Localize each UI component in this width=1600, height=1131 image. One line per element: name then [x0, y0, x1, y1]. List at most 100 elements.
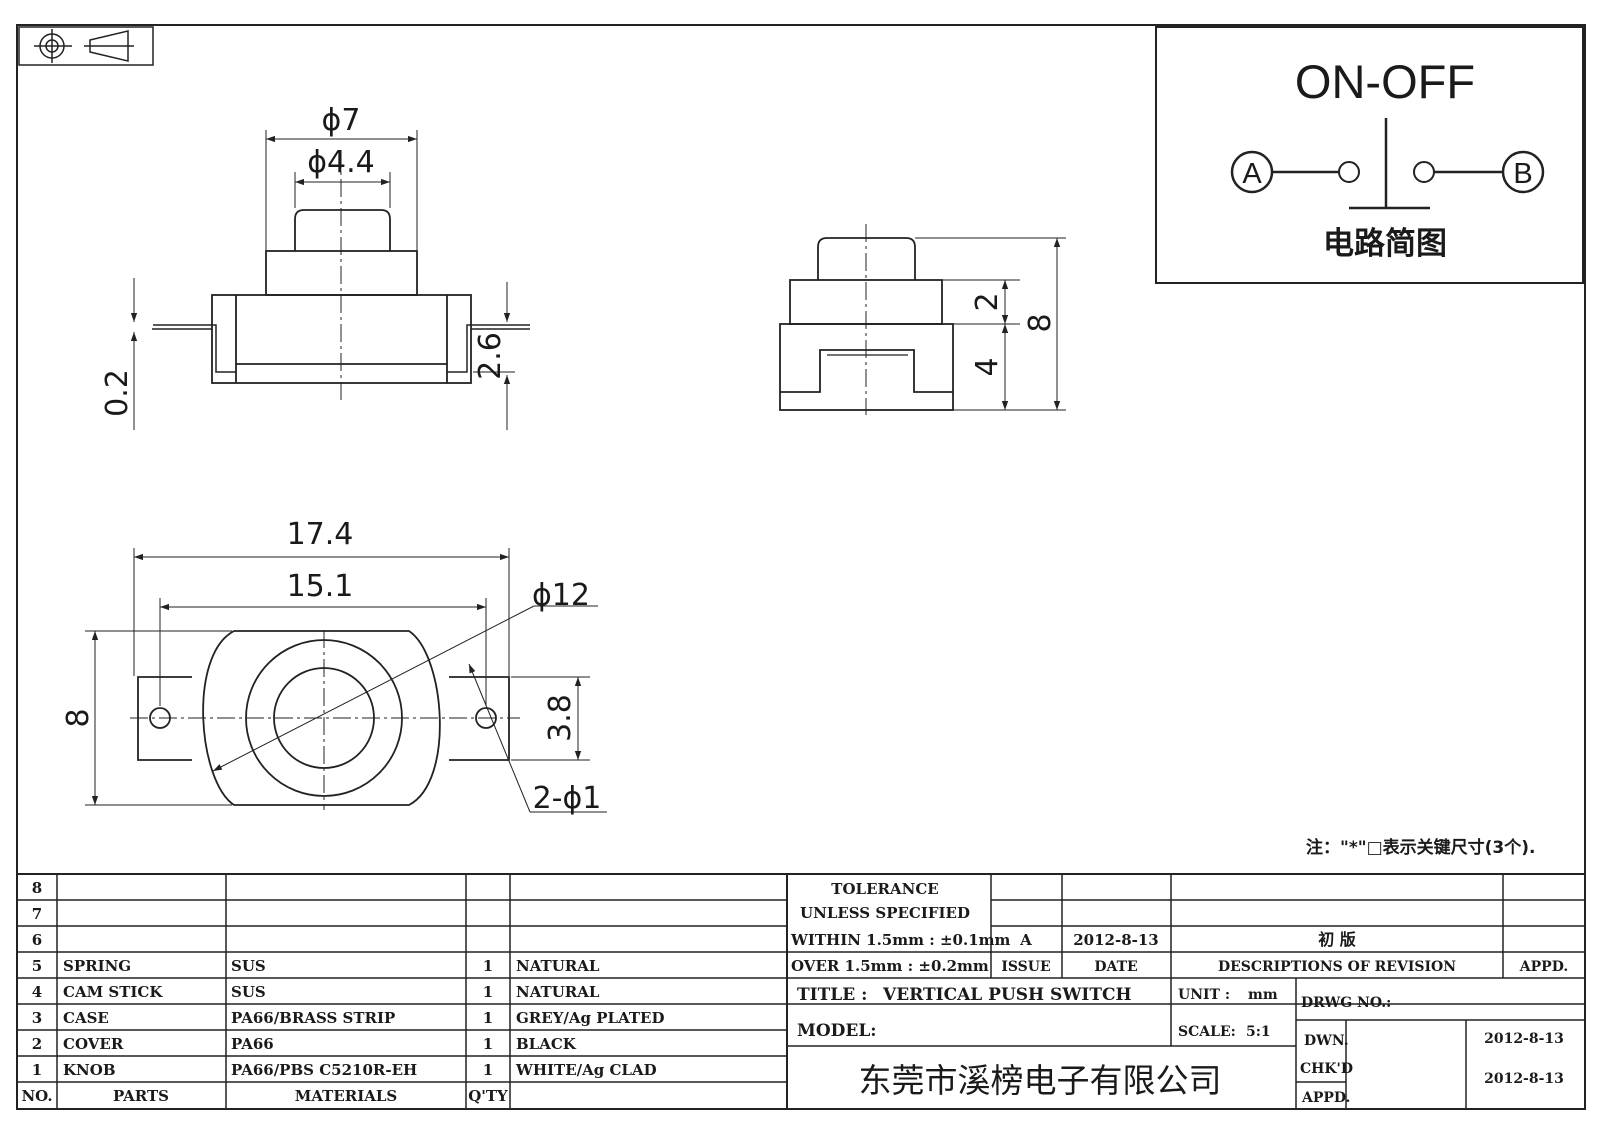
dim-top-holes: 2-ϕ1 — [533, 781, 602, 816]
svg-text:DWN.: DWN. — [1304, 1033, 1349, 1049]
svg-text:SUS: SUS — [231, 983, 266, 1001]
drawing-border — [16, 24, 1586, 1110]
svg-text:A: A — [1242, 158, 1262, 190]
table-row: 8 — [32, 879, 42, 897]
front-view — [130, 130, 530, 430]
svg-text:初 版: 初 版 — [1318, 930, 1356, 949]
svg-text:SCALE:: SCALE: — [1178, 1024, 1236, 1040]
svg-text:PARTS: PARTS — [113, 1087, 169, 1105]
svg-text:DATE: DATE — [1094, 959, 1137, 975]
tolerance-block: TOLERANCE UNLESS SPECIFIED WITHIN 1.5mm … — [790, 880, 1011, 975]
svg-text:WITHIN 1.5mm : ±0.1mm: WITHIN 1.5mm : ±0.1mm — [790, 931, 1011, 949]
svg-text:KNOB: KNOB — [63, 1061, 116, 1079]
schematic-title: ON-OFF — [1295, 55, 1475, 108]
svg-text:PA66: PA66 — [231, 1035, 274, 1053]
table-row: 7 — [32, 905, 42, 923]
parts-table: 8 7 6 5 SPRING SUS 1 NATURAL 4 CAM STICK… — [21, 879, 664, 1105]
svg-text:7: 7 — [32, 905, 42, 923]
projection-symbol-icon — [18, 26, 154, 66]
revision-block: A 2012-8-13 初 版 ISSUE DATE DESCRIPTIONS … — [1001, 930, 1568, 975]
dim-front-d-outer: ϕ7 — [322, 103, 361, 138]
svg-text:DESCRIPTIONS OF REVISION: DESCRIPTIONS OF REVISION — [1218, 959, 1456, 975]
svg-text:GREY/Ag PLATED: GREY/Ag PLATED — [516, 1009, 665, 1027]
terminal-a-icon: A — [1230, 150, 1274, 194]
svg-text:COVER: COVER — [63, 1035, 124, 1053]
table-row: 3 CASE PA66/BRASS STRIP 1 GREY/Ag PLATED — [32, 1009, 665, 1027]
svg-text:APPD.: APPD. — [1519, 959, 1568, 975]
table-row: 2 COVER PA66 1 BLACK — [32, 1035, 577, 1053]
svg-text:SPRING: SPRING — [63, 957, 131, 975]
schematic-caption: 电路简图 — [1323, 226, 1447, 262]
circuit-schematic: ON-OFF A B 电路简图 — [1155, 26, 1584, 284]
side-view — [779, 224, 1066, 415]
terminal-b-icon: B — [1501, 150, 1545, 194]
svg-text:PA66/PBS C5210R-EH: PA66/PBS C5210R-EH — [231, 1061, 417, 1079]
svg-text:ISSUE: ISSUE — [1001, 959, 1050, 975]
svg-text:CAM STICK: CAM STICK — [63, 983, 163, 1001]
svg-text:NATURAL: NATURAL — [516, 957, 600, 975]
svg-text:CHK'D: CHK'D — [1300, 1061, 1353, 1077]
svg-text:mm: mm — [1248, 987, 1278, 1003]
svg-text:2012-8-13: 2012-8-13 — [1484, 1071, 1564, 1087]
svg-text:WHITE/Ag CLAD: WHITE/Ag CLAD — [515, 1061, 657, 1079]
company-name: 东莞市溪榜电子有限公司 — [859, 1061, 1222, 1100]
dim-top-width: 8 — [61, 708, 96, 727]
svg-text:CASE: CASE — [63, 1009, 109, 1027]
svg-text:1: 1 — [483, 1061, 493, 1079]
dim-side-upper: 2 — [970, 292, 1005, 311]
table-row: 4 CAM STICK SUS 1 NATURAL — [32, 983, 600, 1001]
svg-text:UNLESS SPECIFIED: UNLESS SPECIFIED — [800, 904, 970, 922]
svg-text:5:1: 5:1 — [1246, 1024, 1271, 1040]
svg-text:BLACK: BLACK — [516, 1035, 577, 1053]
dim-top-diameter: ϕ12 — [532, 578, 590, 613]
dim-side-lower: 4 — [970, 357, 1005, 376]
table-row: 1 KNOB PA66/PBS C5210R-EH 1 WHITE/Ag CLA… — [32, 1061, 657, 1079]
svg-text:6: 6 — [32, 931, 42, 949]
svg-text:1: 1 — [483, 983, 493, 1001]
svg-text:SUS: SUS — [231, 957, 266, 975]
svg-text:UNIT :: UNIT : — [1178, 987, 1230, 1003]
svg-text:PA66/BRASS STRIP: PA66/BRASS STRIP — [231, 1009, 395, 1027]
svg-text:VERTICAL PUSH SWITCH: VERTICAL PUSH SWITCH — [882, 985, 1132, 1005]
svg-text:1: 1 — [32, 1061, 42, 1079]
svg-text:TOLERANCE: TOLERANCE — [831, 880, 938, 898]
table-header: NO. PARTS MATERIALS Q'TY — [21, 1087, 508, 1105]
dim-top-length-total: 17.4 — [287, 517, 354, 552]
top-view — [85, 548, 607, 813]
svg-text:5: 5 — [32, 957, 42, 975]
svg-text:MODEL:: MODEL: — [797, 1021, 877, 1041]
dim-top-tab-width: 3.8 — [543, 694, 578, 742]
svg-text:8: 8 — [32, 879, 42, 897]
svg-text:MATERIALS: MATERIALS — [295, 1087, 398, 1105]
table-row: 5 SPRING SUS 1 NATURAL — [32, 957, 600, 975]
dim-side-total: 8 — [1023, 313, 1058, 332]
svg-text:OVER 1.5mm : ±0.2mm: OVER 1.5mm : ±0.2mm — [791, 957, 989, 975]
svg-text:TITLE :: TITLE : — [797, 985, 867, 1005]
svg-text:2012-8-13: 2012-8-13 — [1484, 1031, 1564, 1047]
svg-text:B: B — [1513, 158, 1532, 190]
svg-text:2012-8-13: 2012-8-13 — [1073, 931, 1159, 949]
dim-front-d-inner: ϕ4.4 — [307, 145, 375, 180]
svg-text:NO.: NO. — [21, 1087, 52, 1105]
svg-text:3: 3 — [32, 1009, 42, 1027]
dim-top-hole-pitch: 15.1 — [287, 569, 354, 604]
contact-left-icon — [1338, 161, 1360, 183]
title-block: TITLE : VERTICAL PUSH SWITCH UNIT : mm D… — [797, 985, 1564, 1106]
svg-text:NATURAL: NATURAL — [516, 983, 600, 1001]
svg-text:4: 4 — [32, 983, 42, 1001]
svg-text:2: 2 — [32, 1035, 42, 1053]
key-dimension-note: 注："*"□表示关键尺寸(3个). — [1306, 837, 1536, 858]
svg-text:1: 1 — [483, 957, 493, 975]
svg-text:A: A — [1019, 931, 1032, 949]
dim-front-body-height: 2.6 — [473, 332, 508, 380]
table-row: 6 — [32, 931, 42, 949]
svg-text:DRWG NO.:: DRWG NO.: — [1301, 995, 1391, 1011]
svg-text:1: 1 — [483, 1035, 493, 1053]
svg-text:Q'TY: Q'TY — [468, 1087, 508, 1105]
svg-text:1: 1 — [483, 1009, 493, 1027]
dim-front-pin-thickness: 0.2 — [100, 369, 135, 417]
svg-text:APPD.: APPD. — [1301, 1090, 1350, 1106]
table-grid — [17, 873, 1585, 1109]
contact-right-icon — [1413, 161, 1435, 183]
